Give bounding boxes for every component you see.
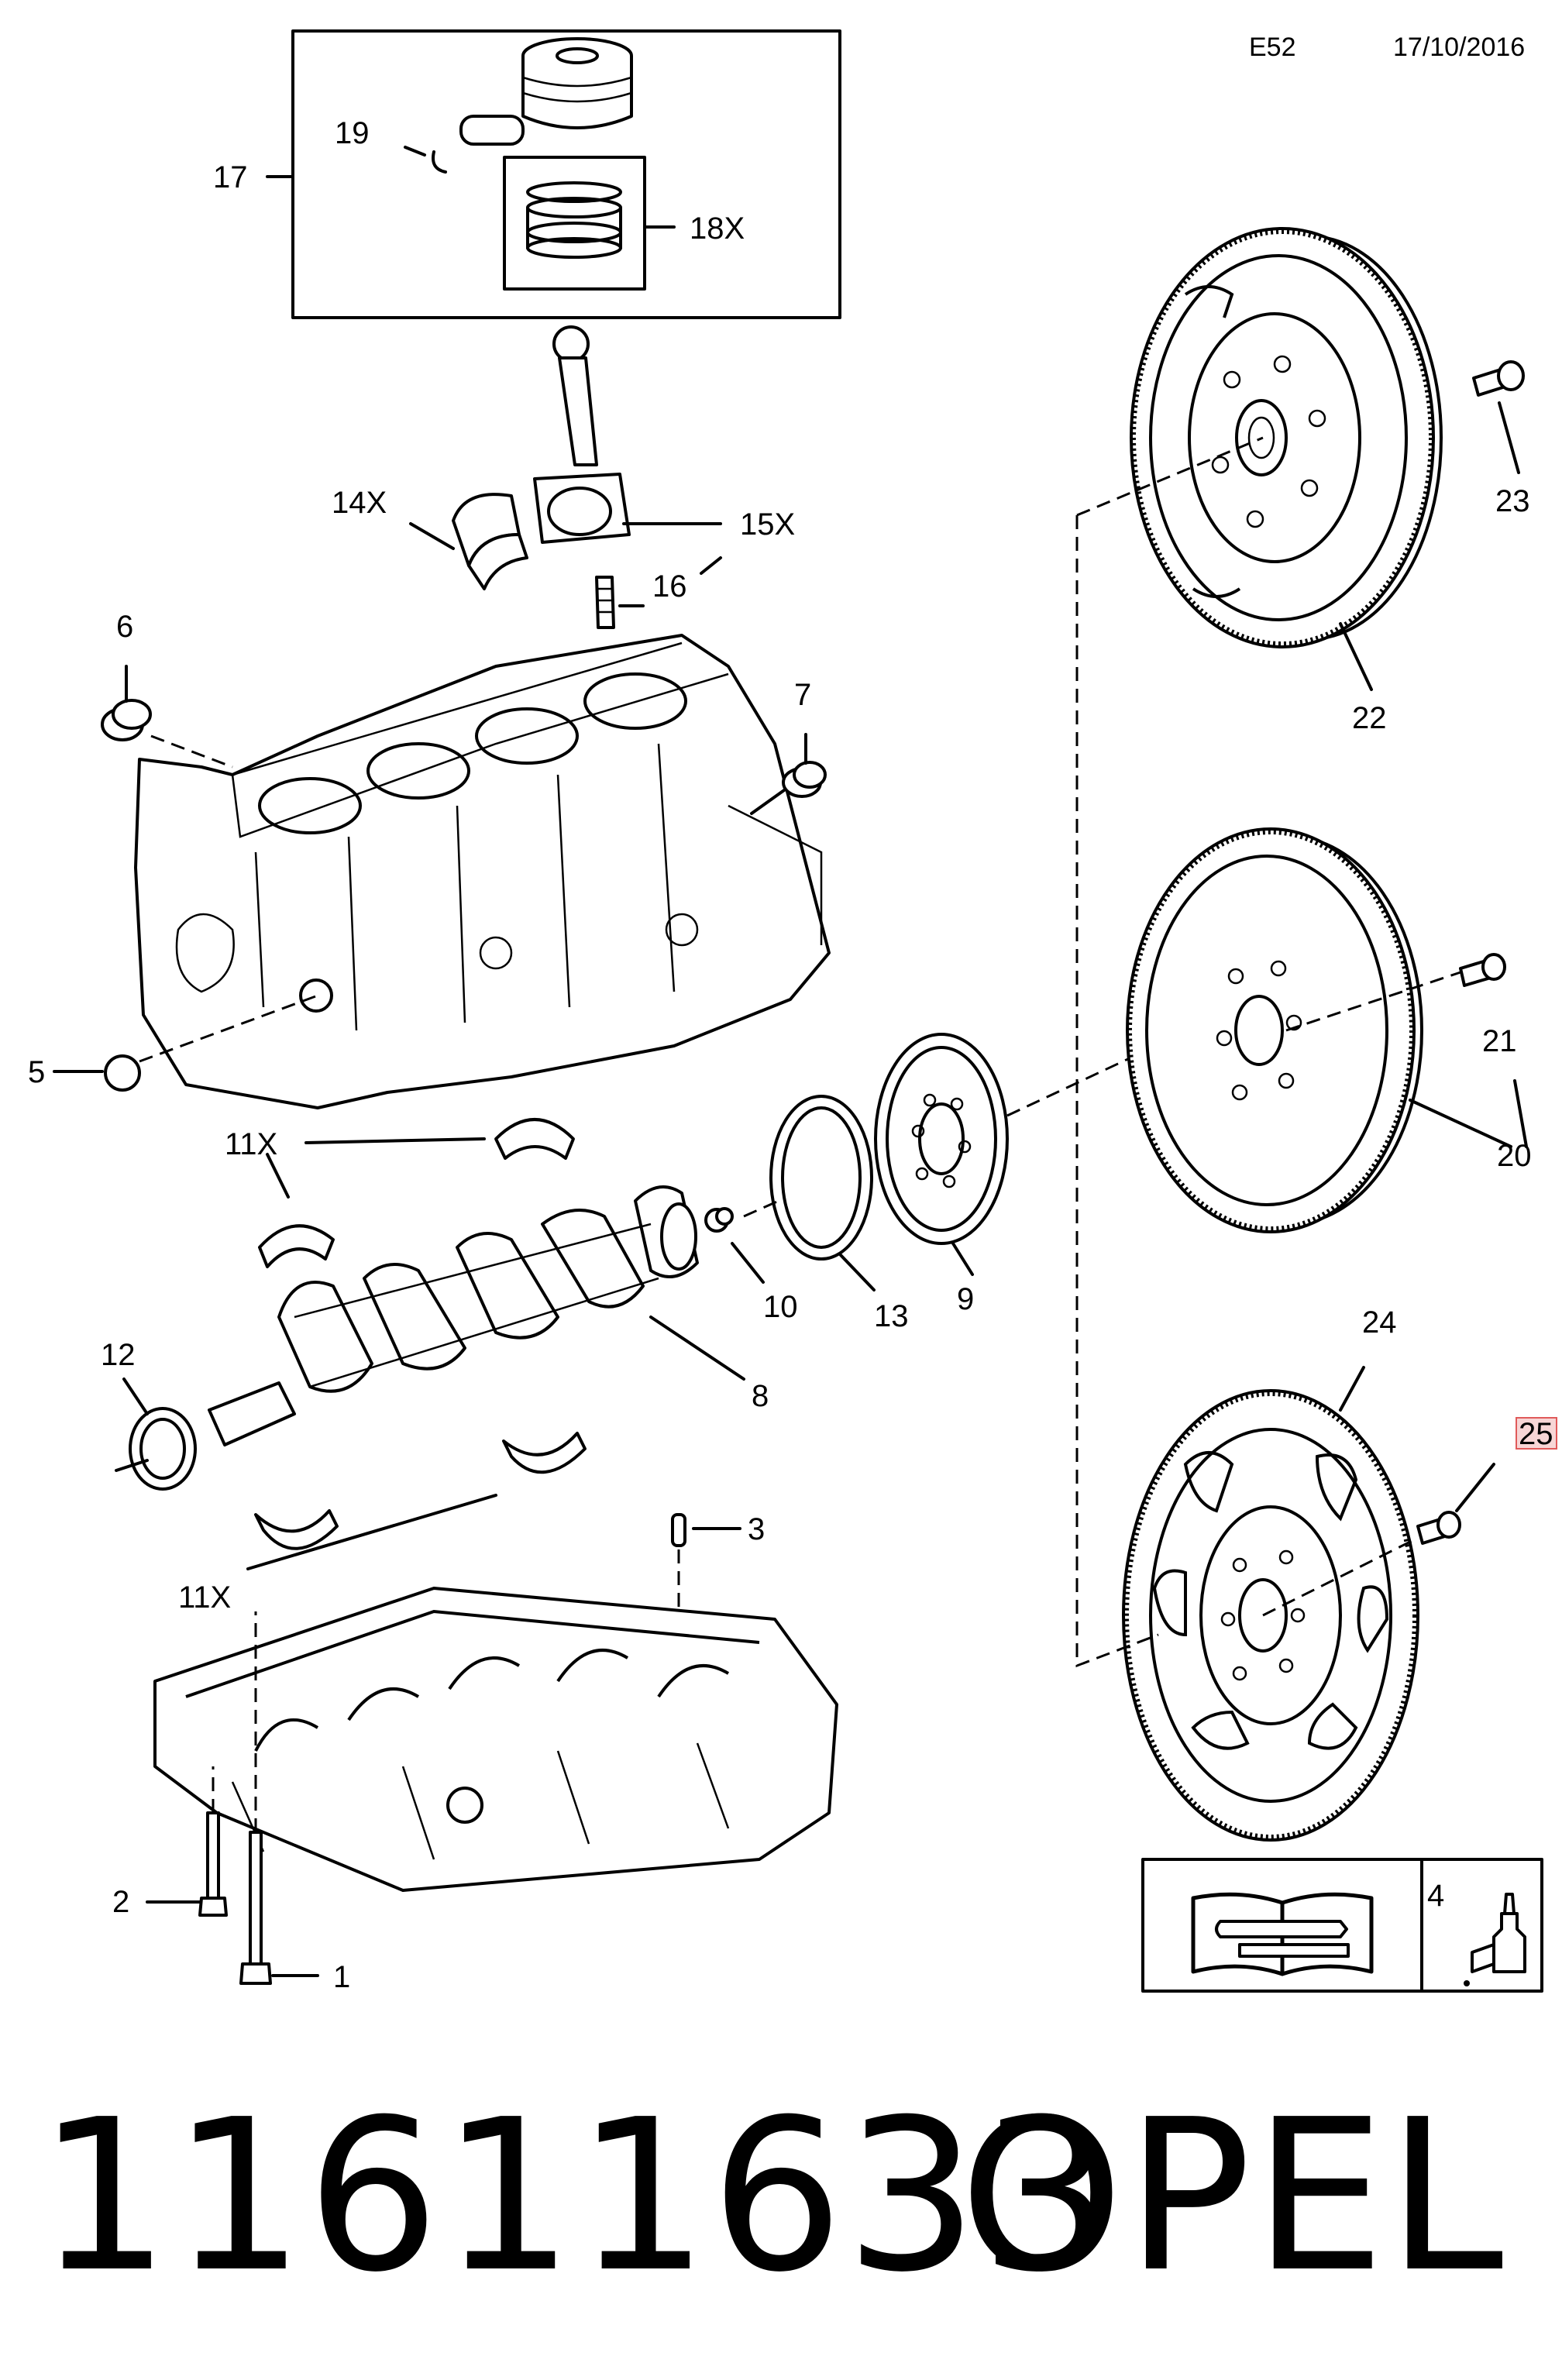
- brand-name: OPEL: [959, 2074, 1505, 2318]
- bolt-25: [1416, 1511, 1461, 1545]
- seal-12: [129, 1407, 197, 1491]
- callout-12: 12: [101, 1338, 136, 1372]
- diagram-code: E52: [1249, 33, 1296, 62]
- callout-8: 8: [752, 1379, 769, 1413]
- callout-5: 5: [28, 1055, 45, 1089]
- plug-7: [782, 761, 827, 798]
- bearing-shell-14: [452, 493, 528, 590]
- callout-25-highlight: [1516, 1417, 1557, 1450]
- sealant-bottle-icon: [1464, 1893, 1526, 1986]
- plug-6: [101, 699, 152, 741]
- piston-assembly-group: [266, 29, 841, 319]
- main-bearing-mid: [258, 1224, 335, 1268]
- bolt-21: [1459, 953, 1506, 987]
- callout-19: 19: [335, 116, 370, 150]
- main-bearing-lower-2: [502, 1432, 587, 1474]
- diagram-date: 17/10/2016: [1393, 33, 1525, 62]
- main-bearing-lower-1: [254, 1509, 339, 1550]
- seal-13: [769, 1095, 873, 1261]
- callout-9: 9: [957, 1282, 974, 1316]
- callout-13: 13: [874, 1299, 909, 1333]
- callout-20: 20: [1497, 1139, 1532, 1173]
- callout-11-lower: 11X: [178, 1580, 231, 1615]
- callout-17: 17: [213, 160, 248, 194]
- callout-23: 23: [1495, 484, 1530, 518]
- crankshaft-drawing: [208, 1185, 699, 1446]
- callout-25: 25: [1519, 1417, 1553, 1451]
- callout-22: 22: [1352, 701, 1387, 735]
- callout-labels: 1 2 3 4 5 6 7 8 9 10 11X 11X 12 13 14X 1…: [28, 116, 1553, 1994]
- callout-4: 4: [1427, 1879, 1444, 1913]
- connecting-rod-drawing: [533, 325, 631, 629]
- reluctor-plate-9: [874, 1033, 1009, 1245]
- callout-16: 16: [652, 569, 687, 604]
- engine-block-drawing: [134, 634, 831, 1109]
- dowel-pin-3: [671, 1513, 686, 1547]
- callout-7: 7: [794, 678, 811, 712]
- callout-18: 18X: [690, 212, 745, 246]
- callout-10: 10: [763, 1290, 798, 1324]
- callout-11-upper: 11X: [225, 1127, 277, 1161]
- part-number: 11611633: [37, 2074, 1115, 2318]
- callout-24: 24: [1362, 1305, 1397, 1340]
- callout-15: 15X: [740, 507, 795, 542]
- info-box: [1141, 1858, 1543, 1993]
- flywheel-22: [1130, 227, 1443, 648]
- main-bearing-upper: [494, 1118, 575, 1160]
- flywheel-20: [1126, 827, 1423, 1233]
- seal-5: [104, 1054, 141, 1092]
- callout-14: 14X: [332, 486, 387, 520]
- service-manual-icon: [1191, 1892, 1374, 1976]
- callout-1: 1: [333, 1960, 350, 1994]
- piston-drawing: [432, 37, 633, 174]
- callout-2: 2: [112, 1885, 129, 1919]
- bolt-2: [198, 1811, 228, 1917]
- bolt-23: [1472, 360, 1525, 397]
- callout-21: 21: [1482, 1024, 1517, 1058]
- pilot-bush-10: [704, 1207, 734, 1233]
- piston-rings: [526, 181, 622, 259]
- bolt-1: [239, 1831, 272, 1985]
- bedplate-drawing: [153, 1587, 838, 1892]
- callout-3: 3: [748, 1512, 765, 1546]
- callout-6: 6: [116, 610, 133, 644]
- flexplate-24: [1122, 1389, 1419, 1842]
